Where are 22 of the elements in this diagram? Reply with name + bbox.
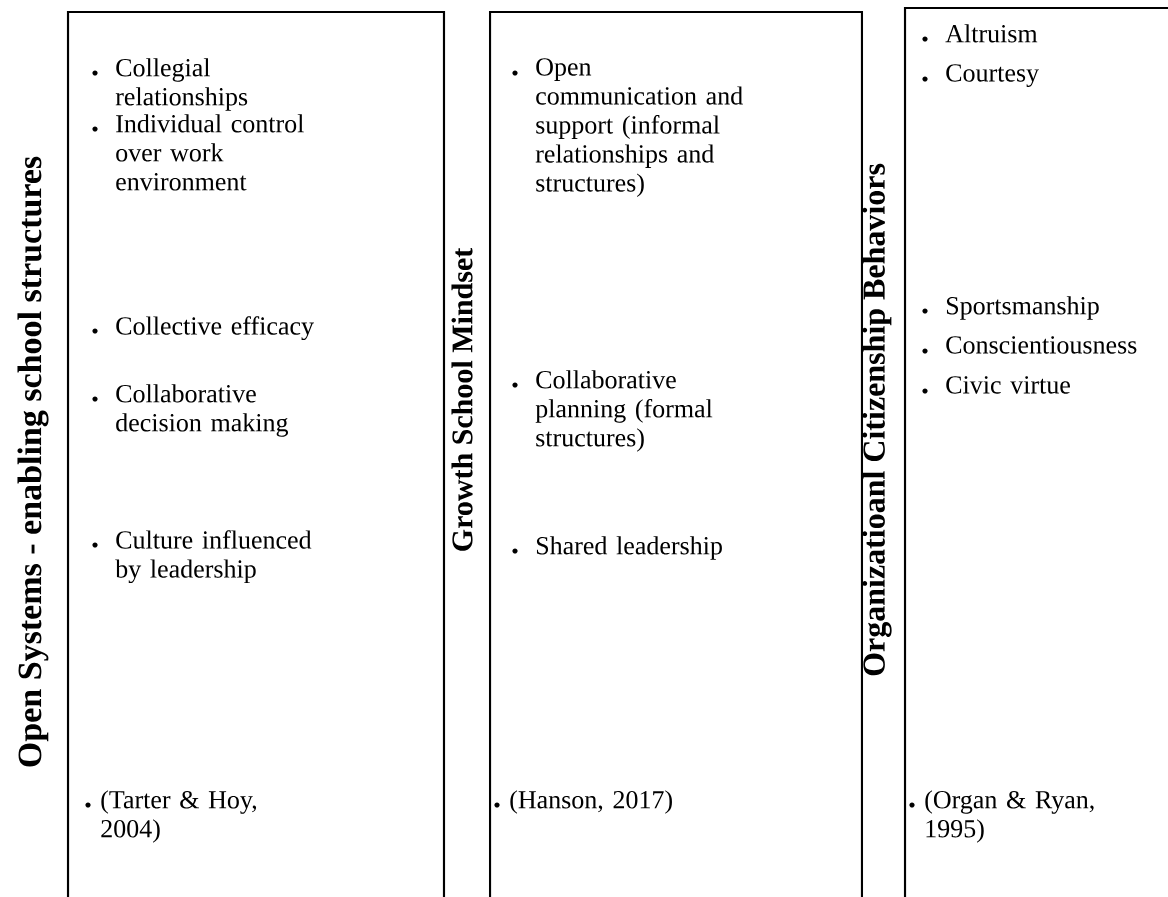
list-item: Collaborative decision making: [116, 384, 288, 437]
column-heading: Open Systems - enabling school structures: [17, 156, 49, 767]
column-box: [862, 6, 1168, 897]
list-item: (Tarter & Hoy, 2004): [101, 790, 257, 843]
column-box: [451, 10, 864, 897]
list-item: (Organ & Ryan, 1995): [925, 790, 1094, 843]
list-item: Collective efficacy: [116, 316, 314, 341]
list-item: Sportsmanship: [946, 296, 1099, 320]
list-item: Collegial relationships: [115, 58, 248, 111]
list-item: (Hanson, 2017): [510, 790, 672, 814]
list-item: Open communication and support (informal relationships and structures): [535, 58, 743, 197]
column-box: [17, 10, 446, 897]
list-item: Collaborative planning (formal structures): [535, 370, 713, 452]
column-heading: Organizatioanl Citizenship Behaviors: [862, 163, 892, 676]
column-heading: Growth School Mindset: [451, 247, 473, 551]
list-item: Individual control over work environment: [116, 114, 304, 191]
list-item: Civic virtue: [946, 376, 1070, 394]
list-item: Conscientiousness: [946, 336, 1137, 354]
list-item: Shared leadership: [536, 536, 722, 560]
list-item: Altruism: [945, 24, 1038, 43]
list-item: Courtesy: [946, 64, 1039, 88]
list-item: Culture influenced by leadership: [115, 530, 312, 584]
